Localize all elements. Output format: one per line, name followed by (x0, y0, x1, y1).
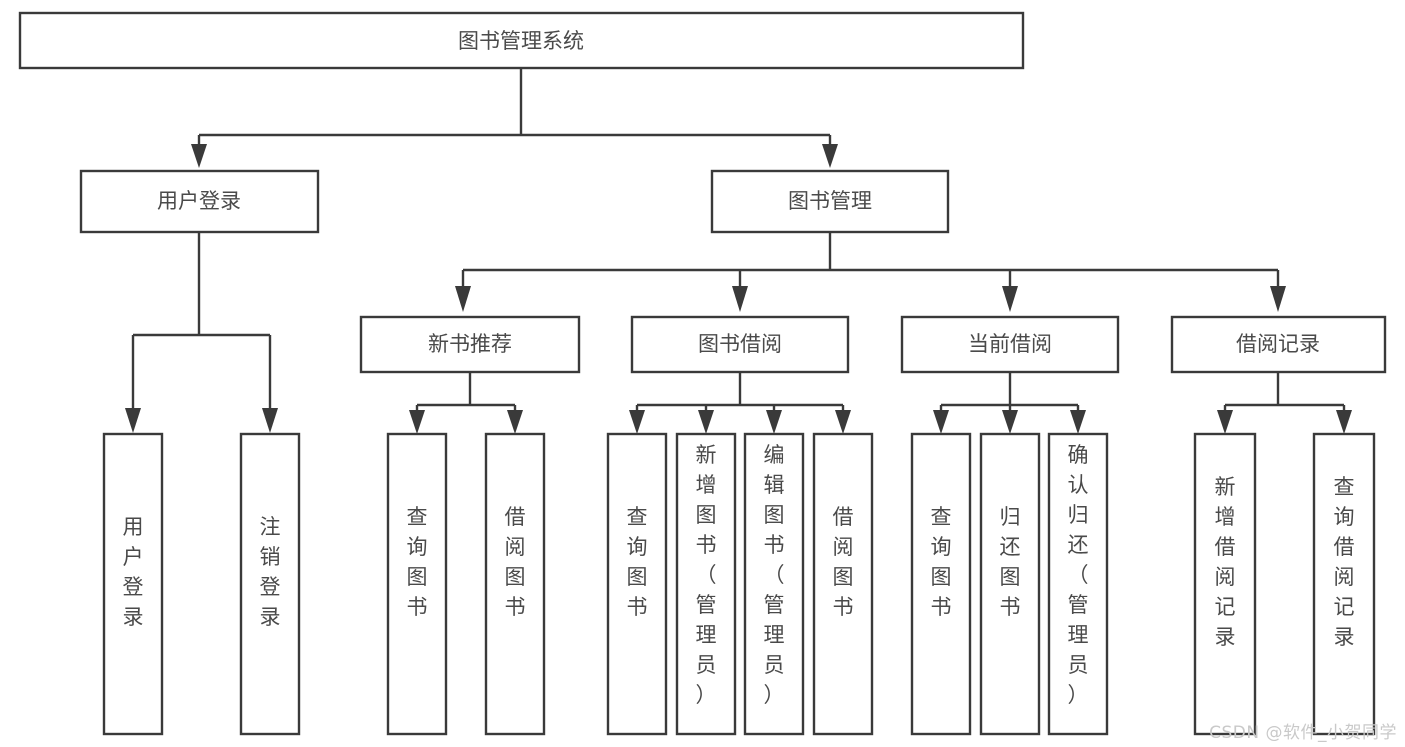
leaf-query-book-3-box[interactable] (910, 432, 972, 736)
arrow-head-leaf-logout (262, 408, 278, 433)
leaf-borrow-book-2-label: 借阅图书 (833, 505, 854, 619)
arrow-head-leaf-borrow-book-2 (835, 410, 851, 434)
leaf-add-book[interactable]: 新增图书（管理员） (675, 432, 737, 736)
leaf-query-book-1-label: 查询图书 (407, 505, 428, 619)
leaf-borrow-book-1[interactable]: 借阅图书 (484, 432, 546, 736)
leaf-query-book-3-label: 查询图书 (931, 505, 952, 619)
node-borrow-record-label: 借阅记录 (1236, 332, 1320, 356)
node-book-manage-label: 图书管理 (788, 189, 872, 213)
leaf-return-book[interactable]: 归还图书 (979, 432, 1041, 736)
leaf-query-record-label: 查询借阅记录 (1334, 475, 1355, 649)
arrow-head-leaf-query-book-3 (933, 410, 949, 434)
leaf-confirm-return-box[interactable] (1047, 432, 1109, 736)
leaf-logout-label: 注销登录 (260, 515, 281, 629)
arrow-head-book-borrow (732, 286, 748, 312)
csdn-watermark: CSDN @软件_小贺同学 (1209, 723, 1397, 743)
node-root[interactable]: 图书管理系统 (18, 11, 1025, 70)
leaf-user-login-label: 用户登录 (123, 515, 144, 629)
arrow-head-leaf-add-record (1217, 410, 1233, 434)
arrow-head-leaf-edit-book (766, 410, 782, 434)
leaf-add-book-box[interactable] (675, 432, 737, 736)
node-borrow-record[interactable]: 借阅记录 (1170, 315, 1387, 374)
arrow-head-leaf-query-book-1 (409, 410, 425, 434)
leaf-return-book-box[interactable] (979, 432, 1041, 736)
node-root-label: 图书管理系统 (458, 29, 584, 53)
node-borrow-record-box[interactable] (1170, 315, 1387, 374)
node-root-box[interactable] (18, 11, 1025, 70)
node-user-login[interactable]: 用户登录 (79, 169, 320, 234)
leaf-query-book-2-box[interactable] (606, 432, 668, 736)
arrow-head-borrow-record (1270, 286, 1286, 312)
leaf-add-book-label: 新增图书（管理员） (696, 443, 717, 707)
arrow-head-leaf-query-record (1336, 410, 1352, 434)
leaf-edit-book-box[interactable] (743, 432, 805, 736)
node-book-borrow-box[interactable] (630, 315, 850, 374)
leaf-query-book-2[interactable]: 查询图书 (606, 432, 668, 736)
arrow-head-new-book-recommend (455, 286, 471, 312)
node-current-borrow-label: 当前借阅 (968, 332, 1052, 356)
node-new-book-recommend-box[interactable] (359, 315, 581, 374)
leaf-logout-box[interactable] (239, 432, 301, 736)
arrow-head-leaf-return-book (1002, 410, 1018, 434)
arrow-head-leaf-user-login (125, 408, 141, 433)
node-book-borrow[interactable]: 图书借阅 (630, 315, 850, 374)
connector-layer (125, 68, 1352, 434)
leaf-add-record-label: 新增借阅记录 (1215, 475, 1236, 649)
arrow-head-book-manage (822, 144, 838, 168)
arrow-head-user-login (191, 144, 207, 168)
node-user-login-label: 用户登录 (157, 189, 241, 213)
arrow-head-leaf-borrow-book-1 (507, 410, 523, 434)
leaf-query-book-2-label: 查询图书 (627, 505, 648, 619)
node-book-manage-box[interactable] (710, 169, 950, 234)
node-book-manage[interactable]: 图书管理 (710, 169, 950, 234)
node-book-borrow-label: 图书借阅 (698, 332, 782, 356)
leaf-query-book-1[interactable]: 查询图书 (386, 432, 448, 736)
node-current-borrow[interactable]: 当前借阅 (900, 315, 1120, 374)
leaf-borrow-book-2-box[interactable] (812, 432, 874, 736)
node-new-book-recommend[interactable]: 新书推荐 (359, 315, 581, 374)
leaf-borrow-book-1-box[interactable] (484, 432, 546, 736)
leaf-edit-book[interactable]: 编辑图书（管理员） (743, 432, 805, 736)
leaf-logout[interactable]: 注销登录 (239, 432, 301, 736)
node-user-login-box[interactable] (79, 169, 320, 234)
leaf-query-book-3[interactable]: 查询图书 (910, 432, 972, 736)
leaf-query-record[interactable]: 查询借阅记录 (1312, 432, 1376, 736)
leaf-user-login[interactable]: 用户登录 (102, 432, 164, 736)
leaf-edit-book-label: 编辑图书（管理员） (764, 443, 785, 707)
leaf-borrow-book-1-label: 借阅图书 (505, 505, 526, 619)
node-new-book-recommend-label: 新书推荐 (428, 332, 512, 356)
leaf-add-record[interactable]: 新增借阅记录 (1193, 432, 1257, 736)
leaf-query-book-1-box[interactable] (386, 432, 448, 736)
leaf-confirm-return-label: 确认归还（管理员） (1068, 443, 1089, 707)
leaf-confirm-return[interactable]: 确认归还（管理员） (1047, 432, 1109, 736)
node-current-borrow-box[interactable] (900, 315, 1120, 374)
arrow-head-current-borrow (1002, 286, 1018, 312)
leaf-return-book-label: 归还图书 (1000, 505, 1021, 619)
leaf-query-record-box[interactable] (1312, 432, 1376, 736)
leaf-borrow-book-2[interactable]: 借阅图书 (812, 432, 874, 736)
arrow-head-leaf-add-book (698, 410, 714, 434)
leaf-add-record-box[interactable] (1193, 432, 1257, 736)
arrow-head-leaf-query-book-2 (629, 410, 645, 434)
leaf-user-login-box[interactable] (102, 432, 164, 736)
arrow-head-leaf-confirm-return (1070, 410, 1086, 434)
